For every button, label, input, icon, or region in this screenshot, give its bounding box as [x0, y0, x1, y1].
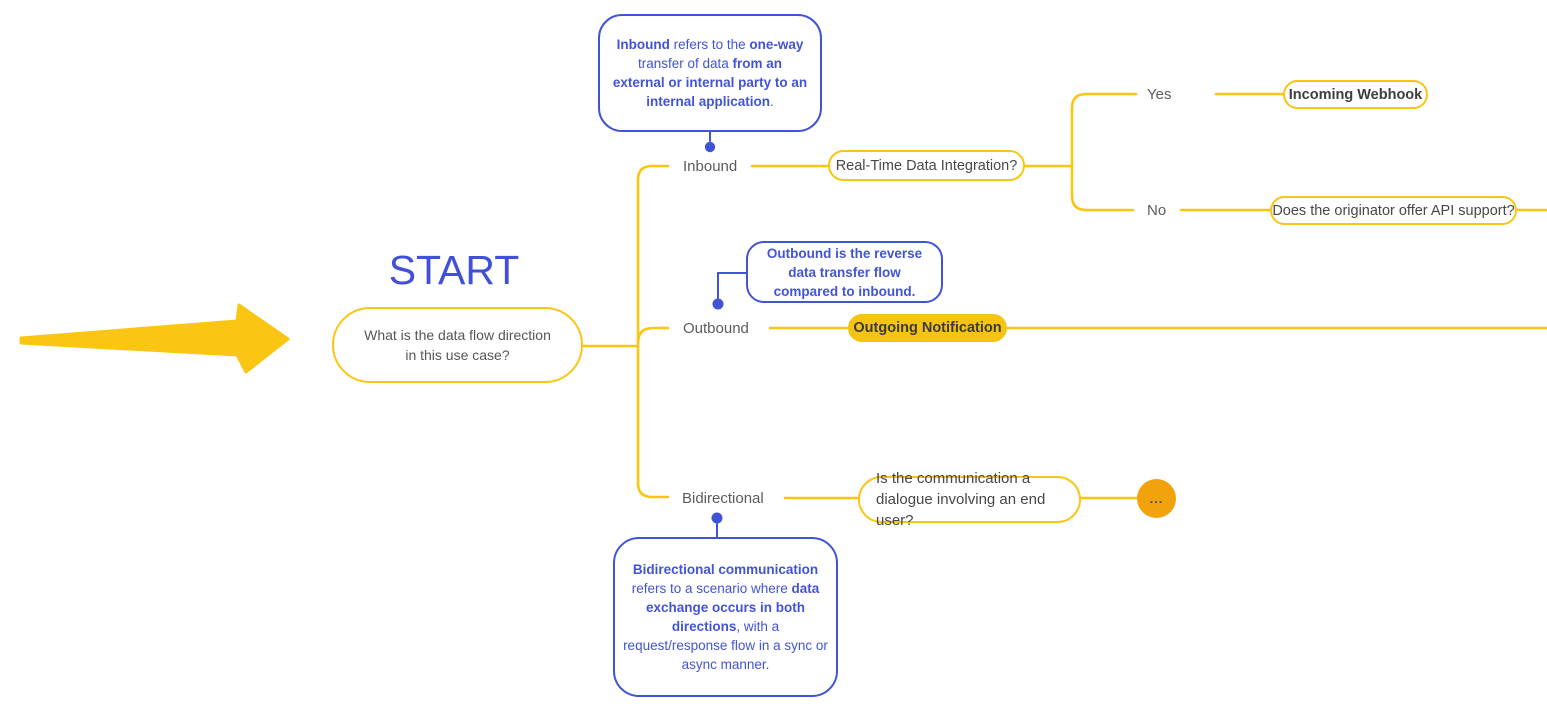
yes-no-fork-line — [1070, 92, 1138, 212]
root-question-node[interactable]: What is the data flow direction in this … — [332, 307, 583, 383]
outbound-callout-elbow-line — [717, 272, 747, 299]
start-arrow-icon — [19, 303, 290, 374]
expand-more-button[interactable]: ... — [1137, 479, 1176, 518]
api-support-question-node[interactable]: Does the originator offer API support? — [1270, 196, 1517, 225]
start-title: START — [388, 247, 520, 293]
incoming-webhook-node[interactable]: Incoming Webhook — [1283, 80, 1428, 109]
trunk-line — [636, 164, 670, 499]
branch-label-bidirectional[interactable]: Bidirectional — [682, 490, 764, 507]
bidirectional-definition-callout: Bidirectional communication refers to a … — [613, 537, 838, 697]
branch-label-outbound[interactable]: Outbound — [683, 320, 749, 337]
bidirectional-question-node[interactable]: Is the communication a dialogue involvin… — [858, 470, 1081, 529]
inbound-question-node[interactable]: Real-Time Data Integration? — [828, 150, 1025, 181]
outgoing-notification-node[interactable]: Outgoing Notification — [848, 314, 1007, 342]
inbound-definition-text: Inbound refers to the one-way transfer o… — [612, 37, 808, 109]
inbound-callout-dot — [704, 141, 716, 153]
trunk-outbound-exit-line — [636, 326, 670, 345]
branch-label-yes[interactable]: Yes — [1147, 86, 1172, 103]
bidirectional-definition-text: Bidirectional communication refers to a … — [623, 562, 828, 672]
outbound-callout-dot — [712, 298, 724, 310]
branch-label-inbound[interactable]: Inbound — [683, 158, 738, 175]
inbound-definition-callout: Inbound refers to the one-way transfer o… — [598, 14, 822, 132]
branch-label-no[interactable]: No — [1147, 202, 1167, 219]
outbound-definition-text: Outbound is the reverse data transfer fl… — [766, 245, 923, 299]
outbound-definition-callout: Outbound is the reverse data transfer fl… — [746, 241, 943, 303]
bidirectional-callout-dot — [711, 512, 723, 524]
